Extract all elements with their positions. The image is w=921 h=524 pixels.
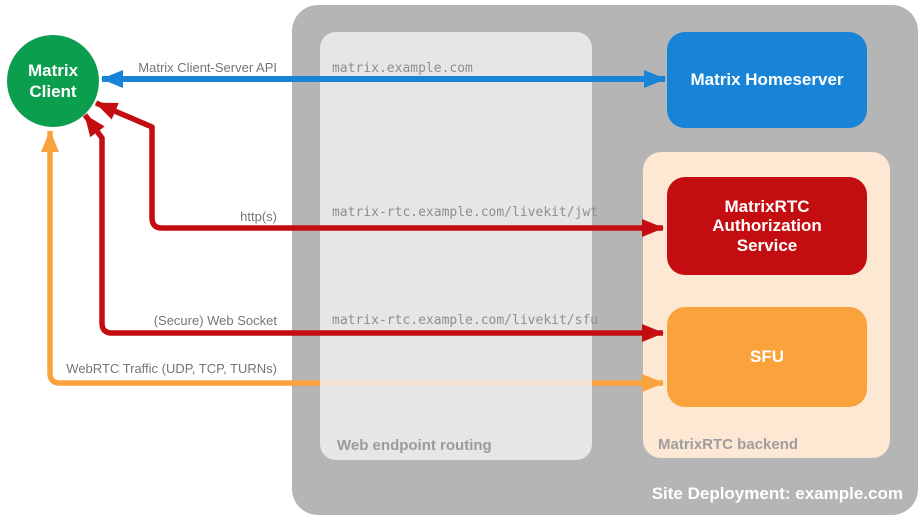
label-client-server-api: Matrix Client-Server API: [138, 60, 277, 75]
matrix-homeserver-label: Matrix Homeserver: [690, 70, 844, 90]
sfu-node: SFU: [667, 307, 867, 407]
web-endpoint-routing-container: [320, 32, 592, 460]
site-deployment-label: Site Deployment: example.com: [651, 484, 903, 503]
label-http: http(s): [240, 209, 277, 224]
matrix-homeserver-node: Matrix Homeserver: [667, 32, 867, 128]
label-websocket: (Secure) Web Socket: [153, 313, 277, 328]
matrix-client-node: Matrix Client: [7, 35, 99, 127]
endpoint-url-homeserver: matrix.example.com: [332, 61, 473, 76]
web-endpoint-routing-label: Web endpoint routing: [337, 437, 492, 454]
label-webrtc-traffic: WebRTC Traffic (UDP, TCP, TURNs): [66, 361, 277, 376]
sfu-label: SFU: [750, 347, 784, 367]
endpoint-url-jwt: matrix-rtc.example.com/livekit/jwt: [332, 205, 599, 220]
matrixrtc-authorization-service-label: MatrixRTC Authorization Service: [712, 196, 822, 255]
endpoint-url-sfu: matrix-rtc.example.com/livekit/sfu: [332, 313, 599, 328]
matrix-client-label: Matrix Client: [27, 60, 79, 101]
matrixrtc-backend-label: MatrixRTC backend: [658, 436, 799, 453]
matrixrtc-authorization-service-node: MatrixRTC Authorization Service: [667, 177, 867, 275]
